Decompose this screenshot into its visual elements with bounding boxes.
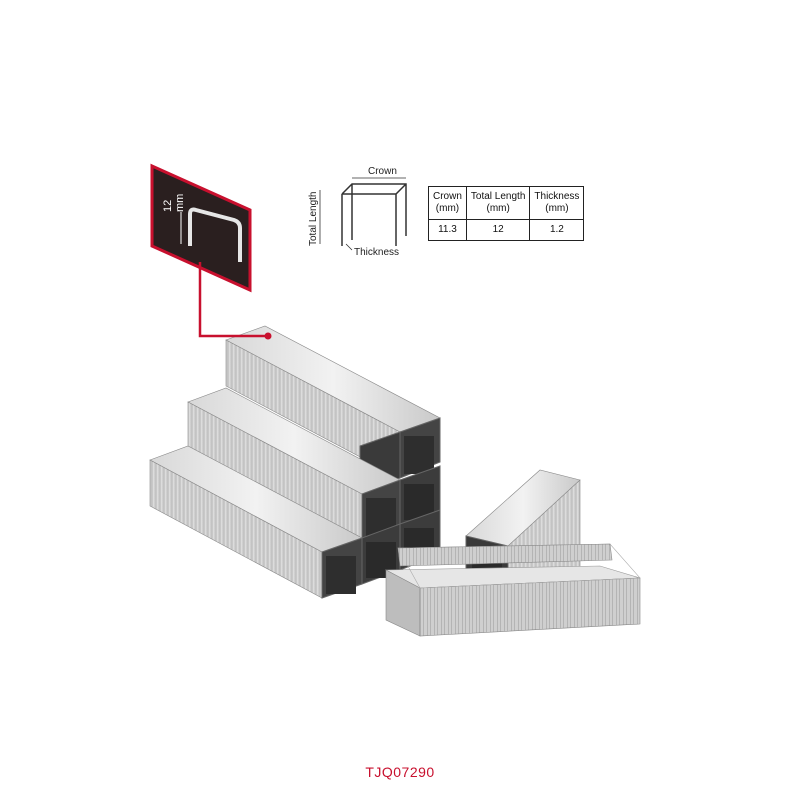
value-total-length: 12	[465, 219, 531, 241]
inset-measure-unit: mm	[174, 193, 186, 212]
thickness-pointer	[345, 243, 353, 251]
thickness-label: Thickness	[354, 247, 399, 258]
spec-table-header-row: Crown(mm) Total Length(mm) Thickness(mm)	[428, 186, 585, 220]
header-crown: Crown(mm)	[428, 186, 467, 220]
total-length-label: Total Length	[308, 192, 319, 247]
header-thickness: Thickness(mm)	[529, 186, 585, 220]
value-thickness: 1.2	[529, 219, 585, 241]
header-total-length: Total Length(mm)	[465, 186, 531, 220]
value-crown: 11.3	[428, 219, 467, 241]
staple-strip-lying	[384, 543, 641, 637]
spec-table: Crown(mm) Total Length(mm) Thickness(mm)…	[428, 186, 585, 241]
spec-table-value-row: 11.3 12 1.2	[428, 219, 585, 241]
staple-strip-middle	[187, 387, 441, 541]
crown-label: Crown	[368, 166, 397, 177]
product-code: TJQ07290	[365, 764, 435, 780]
inset-measure-value: 12	[162, 199, 174, 212]
inset-measure-label: 12 mm	[162, 194, 186, 212]
staple-outline-icon	[341, 183, 407, 246]
staple-dimension-diagram: Crown Total Length Thickness	[308, 166, 407, 258]
staple-strip-front	[149, 445, 441, 599]
